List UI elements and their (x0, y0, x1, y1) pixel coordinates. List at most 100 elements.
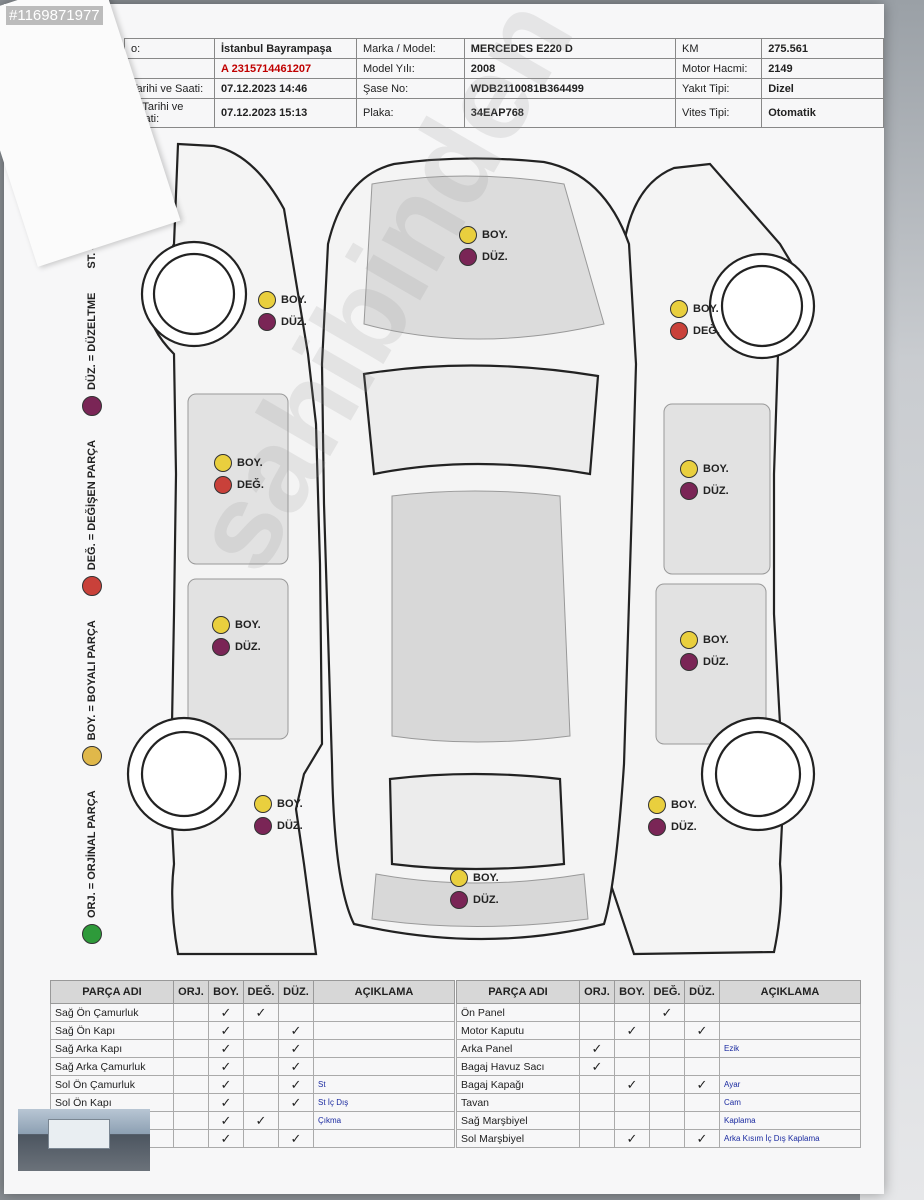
part-check (614, 1057, 650, 1076)
part-name: Sağ Ön Kapı (50, 1021, 174, 1040)
damage-marker: BOY. DEĞ. (670, 300, 720, 340)
part-check (614, 1003, 650, 1022)
status-dot (212, 638, 230, 656)
part-check (614, 1039, 650, 1058)
damage-marker: BOY.DÜZ. (648, 796, 697, 836)
part-check: ✓ (208, 1093, 244, 1112)
part-check (173, 1111, 209, 1130)
status-label: BOY. (482, 229, 508, 241)
part-name: Arka Panel (456, 1039, 580, 1058)
part-note: Kaplama (719, 1111, 861, 1130)
part-check (684, 1039, 720, 1058)
part-check: ✓ (278, 1039, 314, 1058)
part-check (243, 1057, 279, 1076)
part-check: ✓ (614, 1129, 650, 1148)
part-check: ✓ (208, 1003, 244, 1022)
part-note (719, 1003, 861, 1022)
part-check: ✓ (278, 1129, 314, 1148)
info-row: ış Tarihi ve Saati:07.12.2023 15:13Plaka… (124, 98, 884, 128)
damage-marker: BOY.DÜZ. (212, 616, 261, 656)
status-dot (212, 616, 230, 634)
status-dot (254, 795, 272, 813)
damage-marker: BOY. DÜZ. (459, 226, 508, 266)
part-check (614, 1111, 650, 1130)
status-label: BOY. (473, 872, 499, 884)
status-dot (680, 482, 698, 500)
table-row: Sol Ön Kapı✓✓St İç Dış (50, 1093, 455, 1112)
part-check (278, 1111, 314, 1130)
part-check: ✓ (278, 1093, 314, 1112)
photo-id: #1169871977 (6, 6, 103, 25)
part-check (649, 1021, 685, 1040)
status-label: DÜZ. (482, 251, 508, 263)
part-note (313, 1057, 455, 1076)
column-header: PARÇA ADI (50, 980, 174, 1004)
status-dot (648, 818, 666, 836)
part-check: ✓ (208, 1129, 244, 1148)
status-label: BOY. (693, 303, 719, 315)
part-check: ✓ (243, 1111, 279, 1130)
part-check (243, 1129, 279, 1148)
status-dot (254, 817, 272, 835)
part-check: ✓ (649, 1003, 685, 1022)
column-header: BOY. (614, 980, 650, 1004)
column-header: BOY. (208, 980, 244, 1004)
part-check: ✓ (243, 1003, 279, 1022)
part-check (173, 1057, 209, 1076)
table-row: Ön Panel✓ (456, 1003, 861, 1022)
part-check (173, 1003, 209, 1022)
part-check (684, 1003, 720, 1022)
part-note (719, 1021, 861, 1040)
part-check: ✓ (278, 1075, 314, 1094)
info-value: 2149 (761, 58, 884, 79)
part-check (649, 1039, 685, 1058)
status-dot (670, 300, 688, 318)
car-diagram (126, 142, 816, 956)
part-note (313, 1129, 455, 1148)
damage-marker: BOY.DÜZ. (254, 795, 303, 835)
status-label: DEĞ. (693, 325, 720, 337)
part-name: Sol Marşbiyel (456, 1129, 580, 1148)
part-name: Sağ Marşbiyel (456, 1111, 580, 1130)
status-label: DÜZ. (671, 821, 697, 833)
column-header: DÜZ. (278, 980, 314, 1004)
part-check: ✓ (208, 1111, 244, 1130)
table-row: Sağ Ön Kapı✓✓ (50, 1021, 455, 1040)
part-check (684, 1111, 720, 1130)
damage-marker: BOY.DÜZ. (680, 631, 729, 671)
part-name: Sol Ön Çamurluk (50, 1075, 174, 1094)
status-dot (680, 631, 698, 649)
part-check (684, 1057, 720, 1076)
part-check (579, 1075, 615, 1094)
part-check (614, 1093, 650, 1112)
part-note (313, 1003, 455, 1022)
part-check: ✓ (684, 1129, 720, 1148)
status-label: BOY. (281, 294, 307, 306)
part-note (313, 1021, 455, 1040)
damage-marker: BOY.DEĞ. (214, 454, 264, 494)
column-header: ORJ. (579, 980, 615, 1004)
status-label: DEĞ. (237, 479, 264, 491)
info-label: Vites Tipi: (674, 98, 763, 128)
part-check (173, 1129, 209, 1148)
part-check (579, 1021, 615, 1040)
status-label: BOY. (703, 463, 729, 475)
part-check (243, 1093, 279, 1112)
part-check: ✓ (208, 1057, 244, 1076)
part-check (579, 1093, 615, 1112)
status-dot (680, 460, 698, 478)
status-dot (258, 313, 276, 331)
part-check: ✓ (278, 1057, 314, 1076)
table-row: Arka Panel✓Ezik (456, 1039, 861, 1058)
part-name: Sağ Arka Çamurluk (50, 1057, 174, 1076)
table-row: Sol Marşbiyel✓✓Arka Kısım İç Dış Kaplama (456, 1129, 861, 1148)
info-value: Otomatik (761, 98, 884, 128)
status-dot (450, 891, 468, 909)
part-check: ✓ (614, 1021, 650, 1040)
damage-marker: BOY.DÜZ. (680, 460, 729, 500)
part-check (173, 1039, 209, 1058)
